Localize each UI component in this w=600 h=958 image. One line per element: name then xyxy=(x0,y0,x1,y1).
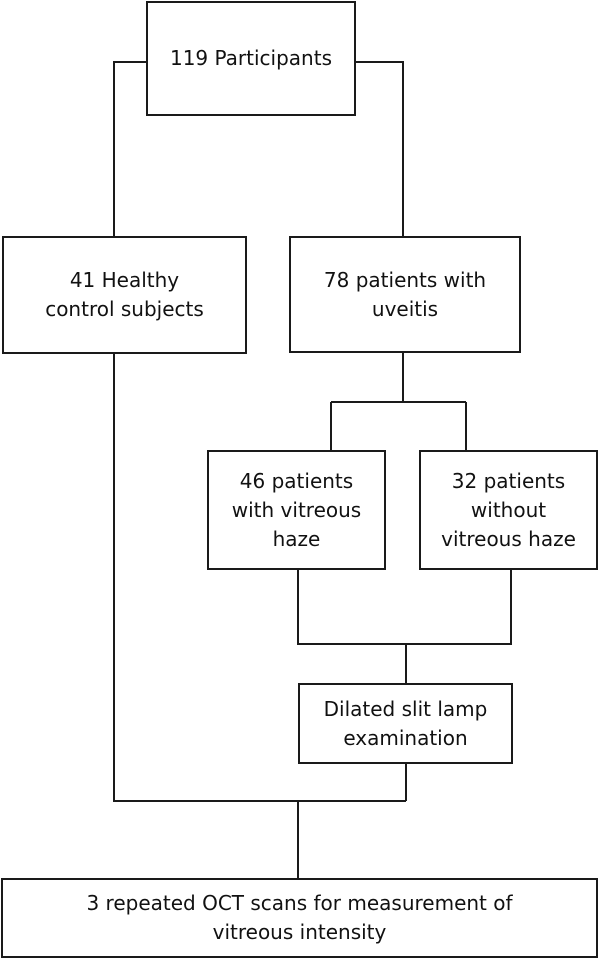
participants-box: 119 Participants xyxy=(146,1,356,116)
healthy-controls-label: 41 Healthy control subjects xyxy=(45,268,204,321)
slit-lamp-exam-box: Dilated slit lamp examination xyxy=(298,683,513,764)
uveitis-patients-box: 78 patients with uveitis xyxy=(289,236,521,353)
no-vitreous-haze-box: 32 patients without vitreous haze xyxy=(419,450,598,570)
slit-lamp-exam-label: Dilated slit lamp examination xyxy=(323,696,488,750)
connector-haze-merge xyxy=(297,570,512,645)
healthy-controls-box: 41 Healthy control subjects xyxy=(2,236,247,354)
uveitis-patients-label: 78 patients with uveitis xyxy=(323,267,487,321)
oct-scans-box: 3 repeated OCT scans for measurement of … xyxy=(1,878,598,958)
vitreous-haze-label: 46 patients with vitreous haze xyxy=(231,468,362,551)
oct-scans-label: 3 repeated OCT scans for measurement of … xyxy=(86,891,513,944)
vitreous-haze-box: 46 patients with vitreous haze xyxy=(207,450,386,570)
connector-participants-healthy xyxy=(113,61,146,236)
connector-participants-uveitis xyxy=(356,61,404,236)
connector-healthy-join xyxy=(113,354,406,802)
no-vitreous-haze-label: 32 patients without vitreous haze xyxy=(441,468,576,551)
participants-label: 119 Participants xyxy=(169,46,332,70)
